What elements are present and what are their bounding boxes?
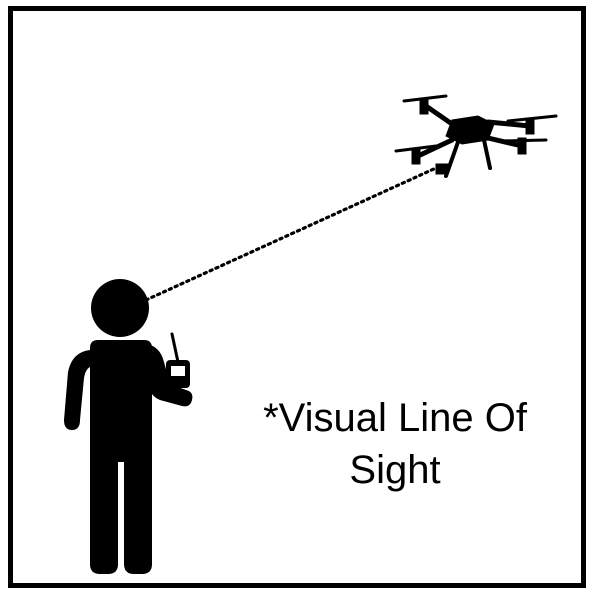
pilot-left-leg — [90, 456, 118, 574]
drone-camera — [436, 164, 448, 174]
drone-arm-front-right — [488, 122, 530, 126]
drone-landing-leg-right — [484, 140, 490, 168]
drone-icon — [396, 96, 556, 176]
pilot-icon — [64, 279, 192, 574]
caption-line-1: *Visual Line Of — [225, 392, 565, 444]
drone-propeller-4 — [500, 140, 546, 141]
pilot-left-arm — [64, 350, 94, 430]
line-of-sight-dotted-line — [146, 168, 436, 300]
caption-line-2: Sight — [225, 444, 565, 496]
pilot-torso — [90, 340, 152, 462]
pilot-right-leg — [124, 456, 152, 574]
drone-arm-front-left — [426, 106, 452, 124]
remote-controller-icon — [166, 334, 190, 388]
drone-motor-3 — [412, 148, 420, 164]
controller-screen — [171, 366, 185, 376]
controller-antenna — [172, 334, 178, 362]
pilot-head — [91, 279, 149, 337]
caption: *Visual Line Of Sight — [225, 392, 565, 496]
